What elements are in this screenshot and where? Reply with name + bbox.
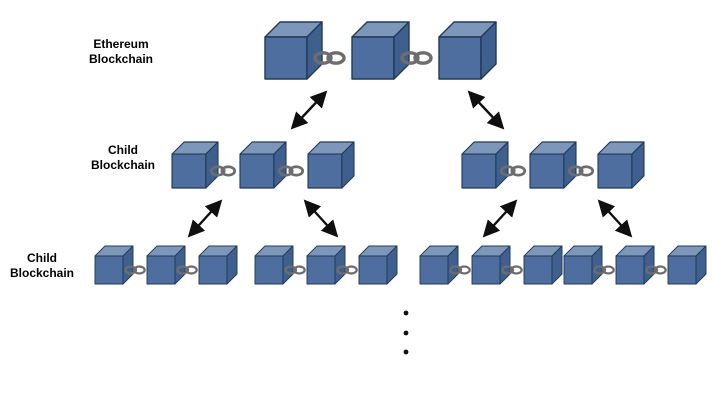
block-cube-icon [615,245,655,285]
block-cube-icon [563,245,603,285]
label-ethereum-blockchain: Ethereum Blockchain [88,37,154,66]
double-arrow-icon [290,90,328,130]
double-arrow-icon [303,199,339,238]
child-blockchain-level3-group-3 [419,245,563,285]
block-cube-icon [419,245,459,285]
label-child-blockchain-level2: Child Blockchain [90,143,156,172]
block-cube-icon [523,245,563,285]
block-cube-icon [597,141,645,189]
child-blockchain-level3-group-4 [563,245,707,285]
double-arrow-icon [187,199,223,238]
label-child-blockchain-level3: Child Blockchain [9,251,75,280]
block-cube-icon [351,21,410,80]
child-blockchain-level3-group-2 [254,245,398,285]
continuation-dots-icon [403,310,409,355]
block-cube-icon [254,245,294,285]
block-cube-icon [307,141,355,189]
block-cube-icon [171,141,219,189]
block-cube-icon [94,245,134,285]
block-cube-icon [529,141,577,189]
block-cube-icon [239,141,287,189]
block-cube-icon [438,21,497,80]
double-arrow-icon [597,199,633,238]
child-blockchain-level2-left-group [171,141,355,189]
block-cube-icon [471,245,511,285]
block-cube-icon [306,245,346,285]
block-cube-icon [198,245,238,285]
child-blockchain-level3-group-1 [94,245,238,285]
block-cube-icon [264,21,323,80]
block-cube-icon [667,245,707,285]
block-cube-icon [146,245,186,285]
level1-level2-arrows [290,90,505,130]
double-arrow-icon [467,90,505,130]
level2-level3-arrows [187,199,633,238]
child-blockchain-level2-right-group [461,141,645,189]
ethereum-blockchain-group [264,21,497,80]
double-arrow-icon [482,199,518,238]
block-cube-icon [461,141,509,189]
block-cube-icon [358,245,398,285]
